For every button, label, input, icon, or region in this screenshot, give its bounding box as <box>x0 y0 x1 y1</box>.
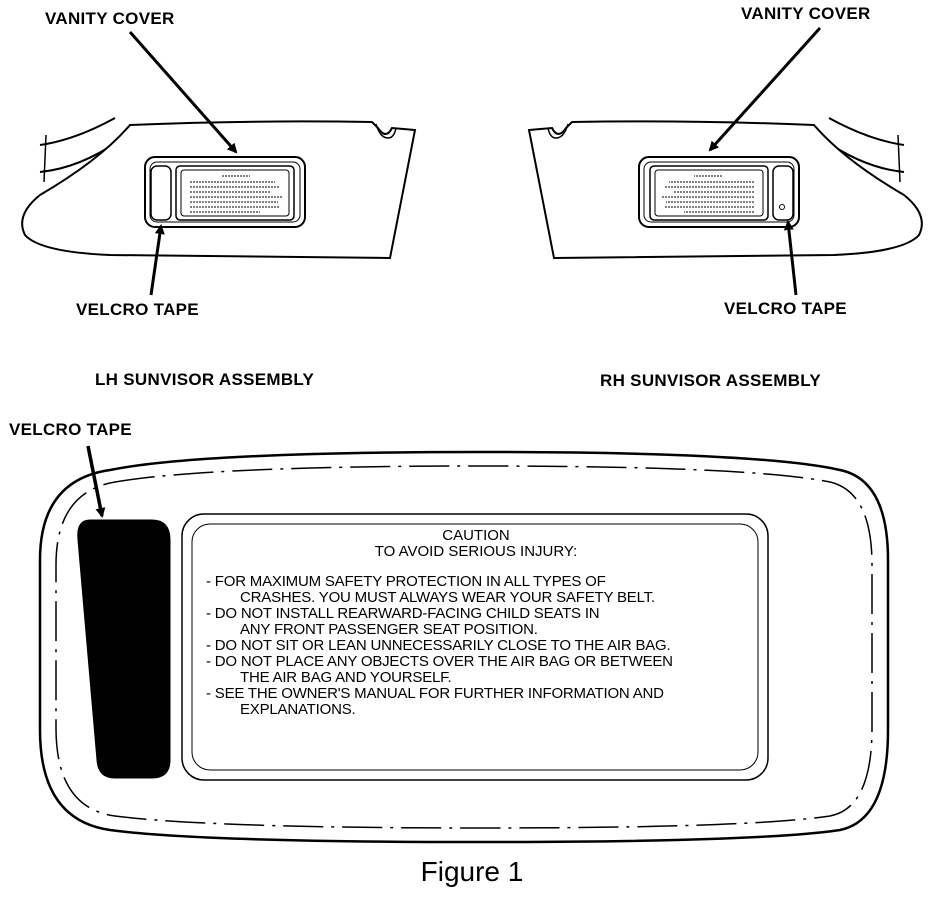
caution-line: - FOR MAXIMUM SAFETY PROTECTION IN ALL T… <box>206 573 606 590</box>
arrow-velcro-detail <box>86 445 106 518</box>
caution-line: EXPLANATIONS. <box>240 701 356 718</box>
label-velcro-tape-detail: VELCRO TAPE <box>9 420 132 439</box>
caution-label-text: CAUTION TO AVOID SERIOUS INJURY: - FOR M… <box>206 528 746 718</box>
caution-title: CAUTION <box>442 527 510 544</box>
caution-line: THE AIR BAG AND YOURSELF. <box>240 669 452 686</box>
figure-caption: Figure 1 <box>420 856 524 887</box>
caution-line: - DO NOT INSTALL REARWARD-FACING CHILD S… <box>206 605 600 622</box>
caution-line: CRASHES. YOU MUST ALWAYS WEAR YOUR SAFET… <box>240 589 655 606</box>
arrow-velcro-left <box>149 224 165 296</box>
leader-arrows <box>128 26 822 296</box>
label-rh-sunvisor-assembly: RH SUNVISOR ASSEMBLY <box>600 371 822 390</box>
caution-subtitle: TO AVOID SERIOUS INJURY: <box>374 543 578 560</box>
label-velcro-tape-lh: VELCRO TAPE <box>76 300 199 319</box>
label-velcro-tape-rh: VELCRO TAPE <box>724 299 847 318</box>
caution-line: - DO NOT PLACE ANY OBJECTS OVER THE AIR … <box>206 653 673 670</box>
arrow-vanity-cover-right <box>708 26 822 152</box>
caution-line: ANY FRONT PASSENGER SEAT POSITION. <box>240 621 538 638</box>
label-lh-sunvisor-assembly: LH SUNVISOR ASSEMBLY <box>95 370 315 389</box>
arrow-velcro-right <box>783 220 798 296</box>
label-vanity-cover-lh: VANITY COVER <box>45 9 175 28</box>
caution-line: - DO NOT SIT OR LEAN UNNECESSARILY CLOSE… <box>206 637 671 654</box>
arrow-vanity-cover-left <box>128 31 238 154</box>
caution-line: - SEE THE OWNER'S MANUAL FOR FURTHER INF… <box>206 685 664 702</box>
rh-sunvisor <box>527 117 923 260</box>
vanity-cover-detail <box>38 450 890 844</box>
label-vanity-cover-rh: VANITY COVER <box>741 4 871 23</box>
lh-sunvisor <box>21 117 417 260</box>
